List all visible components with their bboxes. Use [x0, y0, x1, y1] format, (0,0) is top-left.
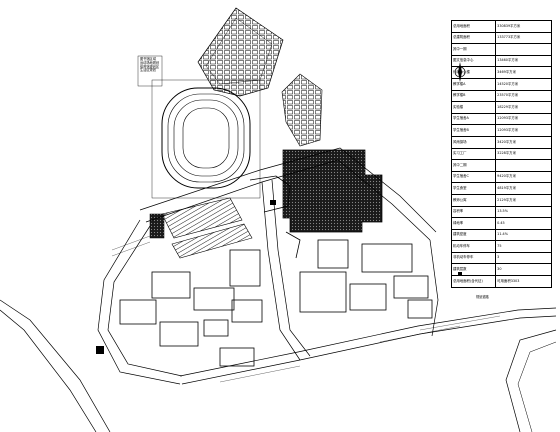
stats-key: 绿地率 — [450, 217, 497, 230]
stats-key: 学生宿舍B — [450, 124, 497, 137]
dormitory-blocks — [149, 197, 253, 259]
stats-key: 行政办公楼 — [450, 66, 497, 79]
stats-key: 学生食堂 — [450, 182, 497, 195]
stats-value: 9420平方米 — [495, 170, 552, 184]
stats-key: 其中一期 — [450, 43, 497, 56]
campus-buildings — [119, 175, 433, 367]
stats-value: 18229平方米 — [495, 101, 552, 114]
stats-row: 其中一期 — [450, 43, 552, 56]
stats-row: 其中二期 — [450, 159, 552, 172]
stats-key: 风雨操场 — [450, 135, 497, 149]
stats-key: 非机动车停车 — [450, 251, 497, 265]
stats-key: 总建筑面积 — [450, 31, 497, 45]
stats-key: 教学楼B — [450, 89, 497, 103]
stats-value — [495, 159, 552, 172]
side-note-box — [137, 55, 163, 87]
stats-key: 实验楼 — [450, 101, 497, 114]
stats-value: 13.5% — [495, 205, 552, 219]
side-note-line: 图书馆区域 — [140, 57, 156, 61]
stats-value: 11.4% — [495, 228, 552, 242]
north-parking-lot — [197, 7, 323, 147]
landscape-hatching — [111, 235, 501, 383]
stats-key: 学生宿舍C — [450, 170, 497, 184]
side-note-line: 体育馆规划区 — [140, 64, 160, 69]
stats-value: 3420平方米 — [495, 135, 552, 149]
running-track — [151, 79, 261, 199]
stats-value: 13460平方米 — [495, 54, 552, 68]
stats-value — [495, 43, 552, 56]
stats-value: 2129平方米 — [495, 193, 552, 207]
stats-row: 总用地面积(含代征)可用面积3303 — [450, 275, 552, 288]
side-note: 图书馆区域 运动场地规划 体育馆规划区 生活区规划 — [140, 57, 160, 73]
stats-value: 可用面积3303 — [495, 275, 552, 288]
stats-value: 0.45 — [495, 217, 552, 230]
stats-value: 14520平方米 — [495, 77, 552, 91]
stats-key: 建筑密度 — [450, 228, 497, 242]
stats-value: 30 — [495, 263, 552, 277]
stats-key: 建筑层数 — [450, 263, 497, 277]
stats-value: 133773平方米 — [495, 31, 552, 45]
stats-key: 机动车停车 — [450, 240, 497, 253]
stats-value: 4819平方米 — [495, 182, 552, 195]
stats-value: 12093平方米 — [495, 112, 552, 126]
stats-value: 3 — [495, 251, 552, 265]
stats-key: 图文信息中心 — [450, 54, 497, 68]
stats-key: 教学楼A — [450, 77, 497, 91]
side-note-line: 生活区规划 — [140, 68, 156, 73]
stats-value: 3469平方米 — [495, 66, 552, 79]
stats-key: 总用地面积(含代征) — [450, 275, 497, 288]
stats-key: 容积率 — [450, 205, 497, 219]
stats-key: 总用地面积 — [450, 20, 497, 33]
stats-value: 12093平方米 — [495, 124, 552, 137]
hatched-building-block — [282, 149, 383, 233]
stats-key: 教师公寓 — [450, 193, 497, 207]
road-network — [0, 147, 557, 432]
stats-key: 其中二期 — [450, 159, 497, 172]
stats-key: 学生宿舍A — [450, 112, 497, 126]
side-note-line: 运动场地规划 — [140, 60, 160, 65]
stats-value: 75 — [495, 240, 552, 253]
road-label: 规划道路 — [476, 295, 489, 299]
stats-value: 3228平方米 — [495, 147, 552, 161]
stats-value: 23570平方米 — [495, 89, 552, 103]
stats-key: 实习工厂 — [450, 147, 497, 161]
stats-value: 330839平方米 — [495, 20, 552, 33]
